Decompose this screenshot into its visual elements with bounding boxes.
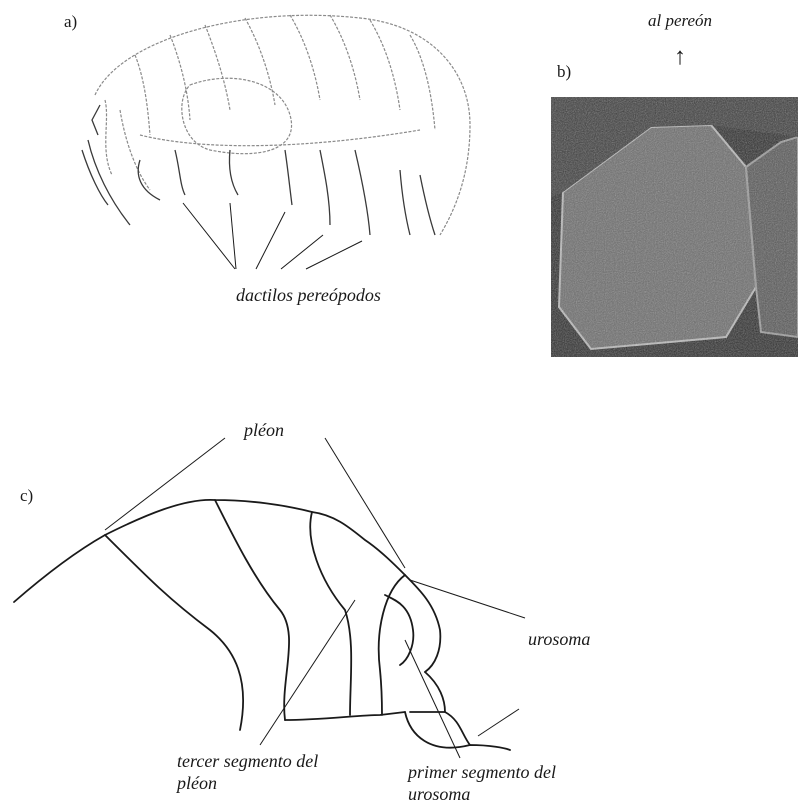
third-segment-pointer [260, 600, 355, 745]
urosome-inner-fold [385, 595, 413, 665]
amphipod-body-drawing [95, 15, 470, 235]
pointer-line-2 [230, 203, 236, 269]
dorsal-line-left [14, 535, 105, 602]
first-urosome-pointer [405, 640, 460, 758]
pleon-segment-3-edge [310, 512, 351, 715]
dactylus-pointer-lines [183, 203, 362, 269]
pointer-line-1 [183, 203, 235, 269]
amphipod-legs [82, 105, 435, 235]
urosome-segment-2 [410, 672, 445, 712]
antenna-stub [92, 105, 100, 135]
telson-outline [405, 712, 510, 750]
pleon-segment-1-edge [105, 535, 243, 730]
coxal-plate-outline [182, 78, 292, 153]
urosoma-pointer-lower [478, 709, 519, 736]
pleon-segment-2-edge [215, 500, 289, 720]
pointer-line-3 [256, 212, 285, 269]
pleon-drawing [14, 500, 510, 750]
urosome-segment-3 [445, 712, 470, 745]
pointer-line-5 [306, 241, 362, 269]
pleon-pointer-right [325, 438, 405, 568]
pleon-dorsal-outline [105, 500, 405, 575]
urosome-segment-1-back [405, 575, 440, 672]
pleon-pointer-lines [105, 438, 525, 758]
pleon-pointer-left [105, 438, 225, 530]
urosome-segment-1-front [379, 575, 405, 715]
pleon-ventral-line [285, 712, 405, 720]
amphipod-dorsal-outline [95, 15, 470, 235]
